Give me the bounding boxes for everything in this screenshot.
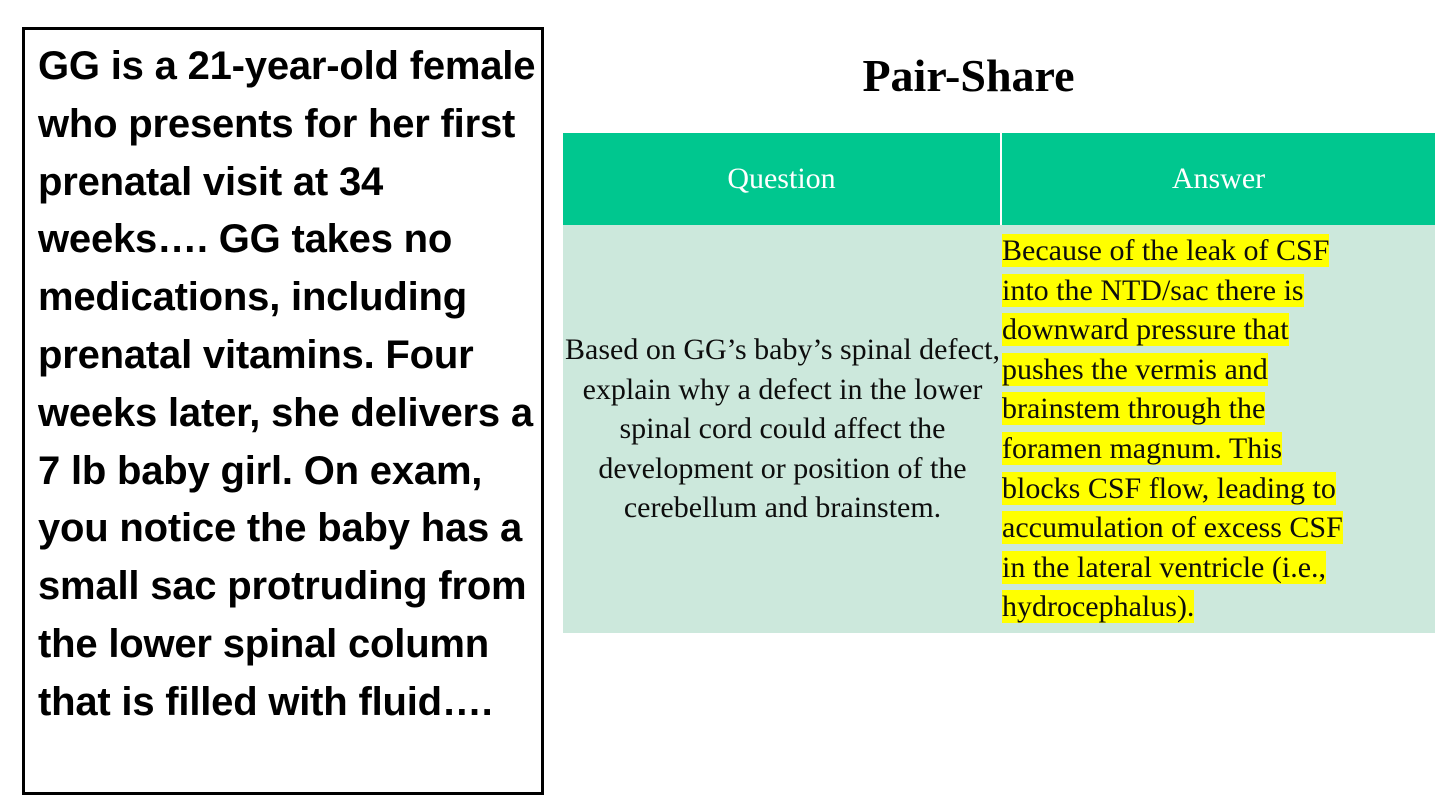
- highlight-span: in the lateral ventricle (i.e.,: [1002, 550, 1327, 584]
- table-body: Based on GG’s baby’s spinal defect, expl…: [563, 225, 1435, 633]
- answer-line: pushes the vermis and: [1002, 350, 1435, 390]
- answer-line: downward pressure that: [1002, 310, 1435, 350]
- highlight-span: blocks CSF flow, leading to: [1002, 471, 1336, 505]
- answer-line: blocks CSF flow, leading to: [1002, 469, 1435, 509]
- highlight-span: brainstem through the: [1002, 392, 1266, 426]
- answer-line: brainstem through the: [1002, 389, 1435, 429]
- answer-line: hydrocephalus).: [1002, 587, 1435, 627]
- clinical-vignette-text: GG is a 21-year-old female who presents …: [38, 44, 547, 724]
- highlight-span: accumulation of excess CSF: [1002, 511, 1343, 545]
- pair-share-pane: Pair-Share Question Answer Based on GG’s…: [563, 0, 1440, 810]
- answer-highlighted-text: Because of the leak of CSF into the NTD/s…: [1002, 231, 1435, 627]
- answer-line: foramen magnum. This: [1002, 429, 1435, 469]
- pair-share-table: Question Answer Based on GG’s baby’s spi…: [563, 133, 1435, 633]
- highlight-span: into the NTD/sac there is: [1002, 273, 1304, 307]
- table-header: Question Answer: [563, 133, 1435, 225]
- highlight-span: hydrocephalus).: [1002, 590, 1195, 624]
- answer-line: accumulation of excess CSF: [1002, 508, 1435, 548]
- highlight-span: pushes the vermis and: [1002, 352, 1268, 386]
- highlight-span: foramen magnum. This: [1002, 432, 1283, 465]
- answer-line: Because of the leak of CSF: [1002, 231, 1435, 271]
- answer-line: into the NTD/sac there is: [1002, 271, 1435, 311]
- highlight-span: Because of the leak of CSF: [1002, 234, 1330, 268]
- answer-cell: Because of the leak of CSF into the NTD/s…: [1002, 225, 1435, 633]
- highlight-span: downward pressure that: [1002, 313, 1289, 347]
- column-header-answer: Answer: [1002, 133, 1435, 225]
- question-text: Based on GG’s baby’s spinal defect, expl…: [565, 333, 1000, 525]
- question-cell: Based on GG’s baby’s spinal defect, expl…: [563, 225, 1002, 633]
- slide-title: Pair-Share: [862, 50, 1075, 101]
- column-header-question: Question: [563, 133, 1002, 225]
- answer-line: in the lateral ventricle (i.e.,: [1002, 548, 1435, 588]
- table-row: Based on GG’s baby’s spinal defect, expl…: [563, 225, 1435, 633]
- clinical-vignette-box: GG is a 21-year-old female who presents …: [22, 27, 544, 795]
- table-header-row: Question Answer: [563, 133, 1435, 225]
